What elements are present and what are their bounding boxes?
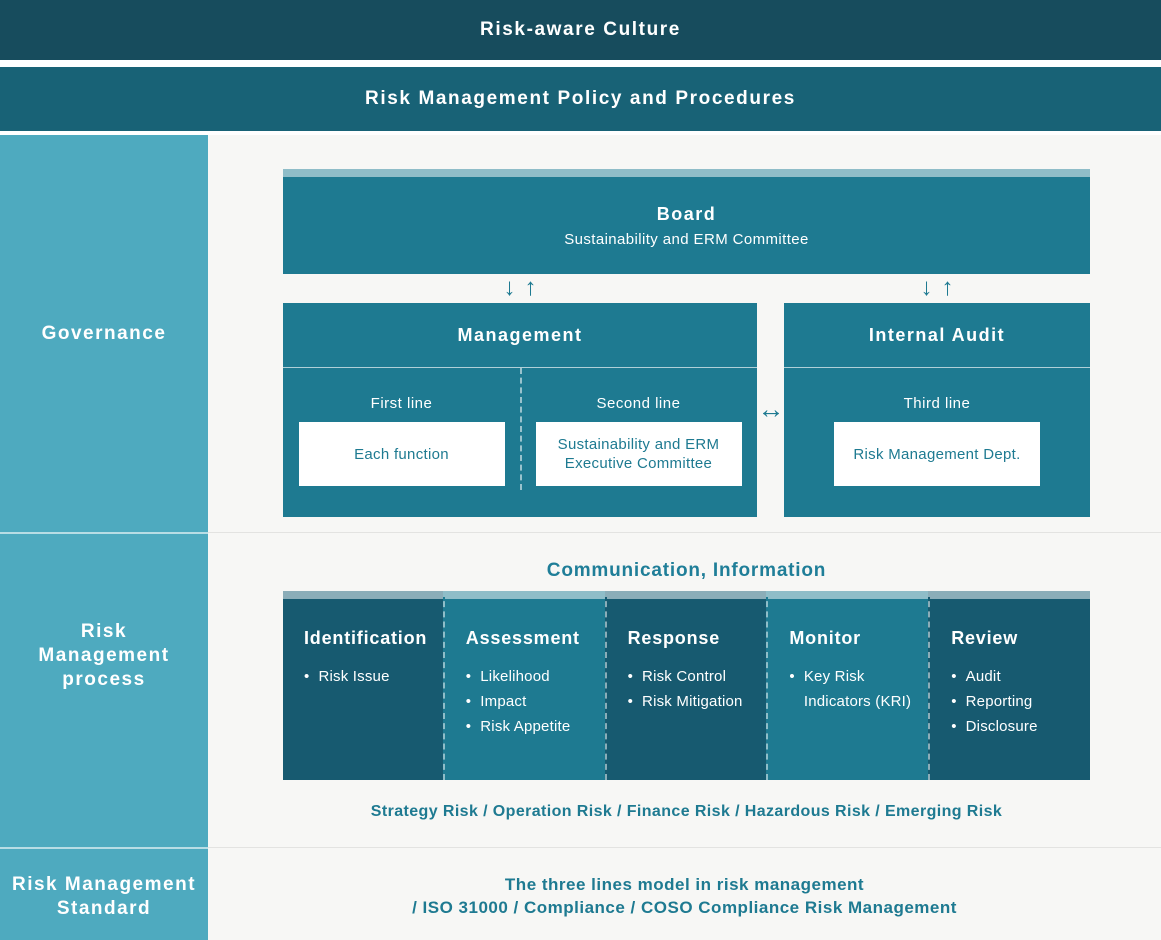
list-item: • Impact bbox=[466, 689, 597, 714]
risk-types-line: Strategy Risk / Operation Risk / Finance… bbox=[370, 803, 1003, 820]
banner-risk-aware-culture-label: Risk-aware Culture bbox=[480, 19, 681, 40]
bullet-icon: • bbox=[789, 668, 795, 685]
sidebar-section-governance: Governance bbox=[0, 135, 208, 532]
process-column-assessment: Assessment • Likelihood • Impact • Risk App… bbox=[442, 591, 605, 780]
management-dashed-divider bbox=[520, 368, 522, 490]
column-top-strip bbox=[444, 591, 605, 599]
communication-information-heading: Communication, Information bbox=[546, 560, 827, 581]
bullet-icon: • bbox=[627, 668, 634, 685]
board-management-arrows: ↓ ↑ bbox=[489, 275, 551, 301]
list-item-label: Disclosure bbox=[965, 718, 1038, 735]
internal-audit-box: Internal Audit Third line Risk Managemen… bbox=[784, 303, 1090, 517]
internal-audit-body: Third line Risk Management Dept. bbox=[784, 368, 1090, 517]
column-body: Response • Risk Control • Risk Mitigation bbox=[607, 599, 767, 714]
process-column-monitor: Monitor • Key Risk Indicators (KRI) bbox=[766, 591, 929, 780]
management-title: Management bbox=[457, 325, 583, 345]
banner-risk-aware-culture: Risk-aware Culture bbox=[0, 0, 1161, 60]
bullet-icon: • bbox=[627, 693, 634, 710]
process-column-identification: Identification • Risk Issue bbox=[283, 591, 443, 780]
list-item-label: Reporting bbox=[965, 693, 1033, 710]
sidebar: Governance Risk Management process Risk … bbox=[0, 135, 208, 940]
arrow-up-icon: ↑ bbox=[524, 274, 537, 301]
column-body: Identification • Risk Issue bbox=[283, 599, 443, 689]
list-item: • Risk Issue bbox=[304, 664, 435, 689]
process-column-response: Response • Risk Control • Risk Mitigation bbox=[604, 591, 767, 780]
column-top-strip bbox=[930, 591, 1090, 599]
board-subtitle: Sustainability and ERM Committee bbox=[564, 230, 809, 248]
main-content: Board Sustainability and ERM Committee ↓… bbox=[208, 135, 1161, 940]
bullet-icon: • bbox=[951, 693, 957, 710]
bullet-icon: • bbox=[951, 718, 957, 735]
management-audit-arrow-icon: ↔ bbox=[757, 394, 785, 424]
first-line-column: First line Each function bbox=[283, 368, 520, 517]
column-body: Assessment • Likelihood • Impact • Risk App… bbox=[445, 599, 605, 739]
third-line-label: Third line bbox=[903, 395, 971, 412]
review-title: Review bbox=[951, 628, 1019, 648]
column-top-strip bbox=[768, 591, 929, 599]
board-box: Board Sustainability and ERM Committee bbox=[283, 169, 1090, 274]
column-body: Monitor • Key Risk Indicators (KRI) bbox=[768, 599, 928, 714]
identification-title: Identification bbox=[304, 628, 428, 648]
list-item-label: Risk Appetite bbox=[480, 718, 571, 735]
risk-management-standard-text: The three lines model in risk management… bbox=[208, 873, 1161, 919]
sidebar-standard-label: Risk Management Standard bbox=[11, 873, 197, 919]
bullet-icon: • bbox=[951, 668, 957, 685]
board-body: Board Sustainability and ERM Committee bbox=[283, 177, 1090, 274]
sidebar-process-label: Risk Management process bbox=[38, 621, 170, 690]
monitor-title: Monitor bbox=[789, 628, 861, 648]
list-item-label: Risk Mitigation bbox=[642, 693, 743, 710]
column-top-strip bbox=[283, 591, 443, 599]
internal-audit-title: Internal Audit bbox=[868, 325, 1006, 345]
banner-risk-policy-label: Risk Management Policy and Procedures bbox=[365, 88, 796, 109]
bullet-icon: • bbox=[304, 668, 310, 685]
list-item-label: Risk Issue bbox=[318, 668, 390, 685]
second-line-label: Second line bbox=[596, 395, 681, 412]
board-title: Board bbox=[656, 203, 717, 224]
section-divider-process-standard bbox=[208, 847, 1161, 848]
board-internal-audit-arrows: ↓ ↑ bbox=[906, 275, 968, 301]
sidebar-section-standard: Risk Management Standard bbox=[0, 847, 208, 940]
response-title: Response bbox=[627, 628, 721, 648]
bullet-icon: • bbox=[465, 718, 472, 735]
list-item-label: Risk Control bbox=[642, 668, 727, 685]
second-line-column: Second line Sustainability and ERM Execu… bbox=[520, 368, 757, 517]
list-item-label: Impact bbox=[480, 693, 527, 710]
list-item: • Risk Control bbox=[628, 664, 759, 689]
sidebar-section-process: Risk Management process bbox=[0, 532, 208, 847]
risk-process-bar: Identification • Risk Issue Assessment • L… bbox=[283, 591, 1090, 780]
first-line-label: First line bbox=[370, 395, 433, 412]
management-body: First line Each function Second line Sus… bbox=[283, 368, 757, 517]
erm-executive-committee-box: Sustainability and ERM Executive Committ… bbox=[535, 422, 742, 486]
arrow-down-icon: ↓ bbox=[920, 274, 933, 301]
sidebar-governance-label: Governance bbox=[41, 322, 167, 344]
internal-audit-header: Internal Audit bbox=[784, 303, 1090, 368]
risk-management-dept-box: Risk Management Dept. bbox=[834, 422, 1040, 486]
standard-line-1: The three lines model in risk management bbox=[504, 875, 865, 894]
banner-risk-policy: Risk Management Policy and Procedures bbox=[0, 67, 1161, 131]
list-item: • Likelihood bbox=[466, 664, 597, 689]
section-divider-governance-process bbox=[208, 532, 1161, 533]
each-function-box: Each function bbox=[298, 422, 505, 486]
process-column-review: Review • Audit • Reporting • Disclosure bbox=[928, 591, 1090, 780]
management-header: Management bbox=[283, 303, 757, 368]
list-item-label: Audit bbox=[965, 668, 1001, 685]
column-top-strip bbox=[606, 591, 767, 599]
list-item: • Risk Mitigation bbox=[628, 689, 759, 714]
arrow-up-icon: ↑ bbox=[941, 274, 954, 301]
assessment-title: Assessment bbox=[465, 628, 580, 648]
list-item-label: Key Risk Indicators (KRI) bbox=[803, 668, 912, 710]
list-item: • Key Risk Indicators (KRI) bbox=[789, 664, 920, 714]
arrow-down-icon: ↓ bbox=[503, 274, 516, 301]
list-item-label: Likelihood bbox=[480, 668, 550, 685]
list-item: • Reporting bbox=[951, 689, 1082, 714]
list-item: • Risk Appetite bbox=[466, 714, 597, 739]
standard-line-2: / ISO 31000 / Compliance / COSO Complian… bbox=[412, 898, 957, 917]
list-item: • Audit bbox=[951, 664, 1082, 689]
column-body: Review • Audit • Reporting • Disclosure bbox=[930, 599, 1090, 739]
list-item: • Disclosure bbox=[951, 714, 1082, 739]
bullet-icon: • bbox=[465, 693, 472, 710]
bullet-icon: • bbox=[465, 668, 472, 685]
management-box: Management First line Each function Seco… bbox=[283, 303, 757, 517]
board-top-strip bbox=[283, 169, 1090, 177]
